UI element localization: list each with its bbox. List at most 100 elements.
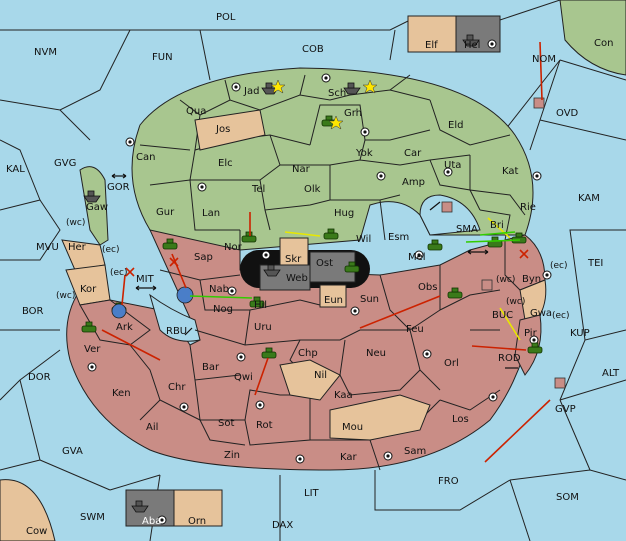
army-icon	[527, 342, 543, 354]
territory-nil[interactable]	[279, 359, 341, 401]
supply-centers	[87, 39, 552, 525]
label-qua: Qua	[186, 106, 206, 117]
supply-center-icon	[125, 137, 135, 147]
label-kaa: Kaa	[334, 390, 353, 401]
sea-label-fun: FUN	[152, 52, 173, 63]
sea-label-buc: BUC	[492, 310, 513, 321]
homebox-orn[interactable]	[173, 489, 223, 527]
supply-center-icon	[197, 182, 207, 192]
army-icon	[344, 261, 360, 273]
label-byn: Byn	[522, 274, 541, 285]
sea-label-gor: GOR	[107, 182, 130, 193]
label-nor: Nor	[224, 242, 243, 253]
territory-mou[interactable]	[329, 394, 431, 441]
label-sch: Sch	[328, 88, 346, 99]
label-qwi: Qwi	[234, 372, 253, 383]
sea-label-ovd: OVD	[556, 108, 579, 119]
land-label-cow: Cow	[26, 526, 47, 537]
label-her: Her	[68, 242, 87, 253]
adjacency-arrows	[111, 173, 518, 369]
label-hil: Hil	[254, 300, 267, 311]
sea-label-pol: POL	[216, 12, 236, 23]
stand-icon	[533, 97, 545, 109]
label-rie: Rie	[520, 202, 536, 213]
army-icon	[81, 321, 97, 333]
army-icon	[323, 228, 339, 240]
territory-ark[interactable]	[79, 299, 151, 346]
sea-label-nvm: NVM	[34, 47, 57, 58]
coast-label: (ec)	[552, 311, 570, 321]
label-web: Web	[286, 273, 308, 284]
territory-jos[interactable]	[194, 109, 266, 151]
sea-rbu-inner	[149, 293, 201, 342]
label-eld: Eld	[448, 120, 463, 131]
support-orders-yellow	[284, 217, 521, 341]
supply-center-icon	[295, 454, 305, 464]
coast-label: (ec)	[550, 261, 568, 271]
label-uta: Uta	[444, 160, 461, 171]
homebox-elf[interactable]	[407, 15, 457, 53]
fleet-icon	[83, 190, 101, 203]
stand-icon	[554, 377, 566, 389]
coast-label: (ec)	[110, 268, 128, 278]
label-grh: Grh	[344, 108, 362, 119]
label-pir: Pir	[524, 328, 538, 339]
supply-center-icon	[383, 451, 393, 461]
label-kar: Kar	[340, 452, 358, 463]
sea-label-rod: ROD	[498, 353, 521, 364]
stand-icon	[481, 279, 493, 291]
sea-label-fro: FRO	[438, 476, 459, 487]
label-gwa: Gwa	[530, 308, 552, 319]
label-bri: Bri	[490, 220, 504, 231]
stars	[270, 79, 378, 130]
sea-label-sma: SMA	[456, 224, 478, 235]
sea-label-dax: DAX	[272, 520, 293, 531]
star-icon	[270, 79, 286, 94]
label-amp: Amp	[402, 177, 425, 188]
territory-eun[interactable]	[319, 284, 347, 308]
supply-center-icon	[231, 82, 241, 92]
label-rot: Rot	[256, 420, 273, 431]
label-nog: Nog	[213, 304, 233, 315]
label-esm: Esm	[388, 232, 409, 243]
supply-center-icon	[255, 400, 265, 410]
army-icon	[249, 296, 265, 308]
fleet-units	[83, 34, 480, 513]
supply-center-icon	[414, 250, 424, 260]
territory-gaw[interactable]	[79, 166, 109, 246]
coast-label: (wc)	[66, 218, 85, 228]
label-bar: Bar	[202, 362, 220, 373]
map-labels: POL NVM FUN COB NOM Con KAL GVG OVD KAM …	[6, 12, 620, 537]
supply-center-icon	[350, 306, 360, 316]
label-nar: Nar	[292, 164, 311, 175]
supply-center-icon	[487, 39, 497, 49]
move-orders	[101, 41, 551, 463]
label-olk: Olk	[304, 184, 321, 195]
sea-label-gva: GVA	[62, 446, 83, 457]
territory-web[interactable]	[259, 264, 311, 291]
supply-center-icon	[376, 171, 386, 181]
label-nab: Nab	[209, 284, 229, 295]
sea-sma-inner	[419, 194, 481, 236]
cancel-marks	[125, 249, 529, 277]
sea-label-kam: KAM	[578, 193, 600, 204]
supply-center-icon	[443, 167, 453, 177]
coast-label: (wc)	[56, 291, 75, 301]
coast-label: (wc)	[496, 275, 515, 285]
label-wil: Wil	[356, 234, 371, 245]
army-icon	[261, 347, 277, 359]
label-sap: Sap	[194, 252, 213, 263]
label-lan: Lan	[202, 208, 220, 219]
sea-label-cob: COB	[302, 44, 324, 55]
unit-stands	[441, 97, 566, 389]
sea-label-alt: ALT	[602, 368, 620, 379]
support-orders-green	[189, 231, 521, 299]
star-icon	[328, 115, 344, 130]
supply-center-icon	[529, 335, 539, 345]
label-chr: Chr	[168, 382, 186, 393]
label-sot: Sot	[218, 418, 234, 429]
army-icon	[241, 231, 257, 243]
label-zin: Zin	[224, 450, 240, 461]
fleet-icon	[343, 82, 361, 95]
